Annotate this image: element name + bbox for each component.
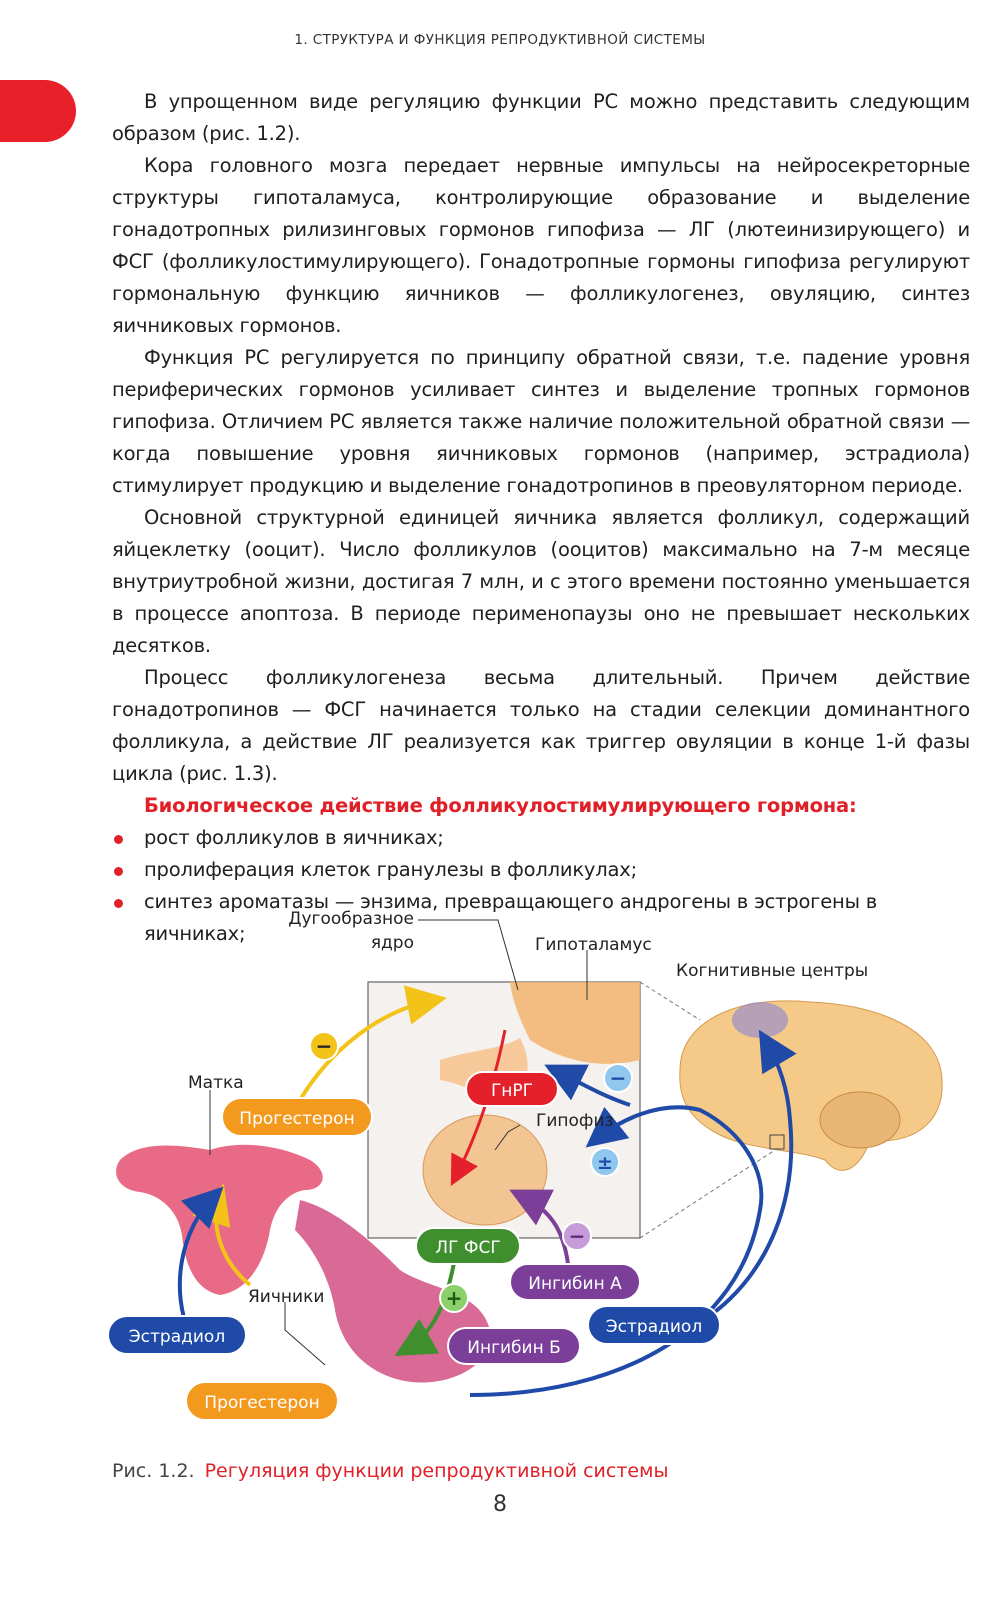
figure-caption: Рис. 1.2. Регуляция функции репродуктивно… [112, 1460, 668, 1482]
section-heading: Биологическое действие фолликулостимулир… [144, 794, 857, 817]
list-item: пролиферация клеток гранулезы в фолликул… [112, 854, 970, 886]
arrow-progesterone-top [298, 985, 447, 1102]
svg-text:ЛГ ФСГ: ЛГ ФСГ [435, 1238, 500, 1258]
diagram: Дугообразное ядро Гипоталамус Когнитивны… [107, 910, 943, 1421]
paragraph-2: Кора головного мозга передает нервные им… [112, 154, 970, 337]
svg-text:Ингибин Б: Ингибин Б [467, 1338, 561, 1358]
list-item: рост фолликулов в яичниках; [112, 822, 970, 854]
paragraph-4: Основной структурной единицей яичника яв… [112, 506, 970, 657]
label-uterus: Матка [188, 1073, 244, 1093]
sign-plusminus [590, 1147, 620, 1177]
leader-ovaries [284, 1302, 326, 1366]
paragraph-1: В упрощенном виде регуляцию функции РС м… [112, 90, 970, 145]
sign-minus-purple [562, 1221, 592, 1251]
svg-text:±: ± [597, 1152, 613, 1174]
svg-text:−: − [610, 1066, 627, 1090]
arrow-estradiol-brain [684, 1029, 797, 1332]
paragraph-3: Функция РС регулируется по принципу обра… [112, 346, 970, 497]
chapter-tab [0, 80, 76, 142]
brain-shape [679, 1000, 943, 1171]
body-text: В упрощенном виде регуляцию функции РС м… [112, 86, 970, 950]
brain-box-marker [769, 1134, 785, 1150]
sign-plus-green [439, 1283, 469, 1313]
svg-text:−: − [316, 1034, 333, 1058]
svg-text:+: + [446, 1286, 463, 1310]
caption-title: Регуляция функции репродуктивной системы [204, 1460, 669, 1482]
running-head: 1. СТРУКТУРА И ФУНКЦИЯ РЕПРОДУКТИВНОЙ СИ… [294, 32, 706, 48]
label-cognitive: Когнитивные центры [676, 961, 868, 981]
bullet-icon [114, 835, 123, 844]
pill-inhibin-b [447, 1327, 581, 1365]
bullet-list: рост фолликулов в яичниках; пролиферация… [112, 822, 970, 950]
figure-regulation: Дугообразное ядро Гипоталамус Когнитивны… [100, 910, 980, 1450]
pill-progesterone-bottom [185, 1381, 339, 1421]
caption-number: Рис. 1.2. [112, 1460, 195, 1482]
arrow-minus-hypothalamus [544, 1064, 631, 1107]
svg-text:ГнРГ: ГнРГ [491, 1081, 533, 1101]
bullet-icon [114, 867, 123, 876]
hypothalamus-shape [510, 982, 640, 1064]
label-pituitary: Гипофиз [536, 1111, 614, 1131]
pill-estradiol-right [587, 1305, 721, 1345]
bullet-icon [114, 899, 123, 908]
zoom-line-top [639, 981, 701, 1021]
pill-progesterone-top [221, 1097, 373, 1137]
pill-inhibin-a [509, 1263, 641, 1301]
svg-text:−: − [569, 1224, 586, 1248]
sign-minus-top [309, 1031, 339, 1061]
cognitive-area [732, 1002, 788, 1038]
label-ovaries: Яичники [248, 1287, 324, 1307]
label-hypothalamus: Гипоталамус [535, 935, 652, 955]
pituitary-shape [422, 1114, 548, 1226]
arrow-estradiol-right [469, 1105, 764, 1397]
label-arcuate-2: ядро [371, 933, 414, 953]
svg-text:Эстрадиол: Эстрадиол [129, 1327, 225, 1347]
pill-estradiol-left [107, 1315, 247, 1355]
uterus-shape [116, 1144, 323, 1295]
svg-text:Ингибин А: Ингибин А [528, 1274, 622, 1294]
page-number: 8 [493, 1492, 507, 1517]
list-item: синтез ароматазы — энзима, превращающего… [112, 886, 970, 950]
label-arcuate: Дугообразное [288, 910, 414, 929]
svg-text:Прогестерон: Прогестерон [204, 1393, 319, 1413]
paragraph-5: Процесс фолликулогенеза весьма длительны… [112, 666, 970, 785]
ovary-shape [295, 1200, 491, 1383]
leader-arcuate [418, 919, 519, 991]
pill-lh-fsh [415, 1227, 521, 1265]
sign-minus-right [603, 1063, 633, 1093]
svg-text:Эстрадиол: Эстрадиол [606, 1317, 702, 1337]
leader-pituitary [494, 1124, 521, 1151]
pill-gnrh [465, 1071, 559, 1107]
cerebellum-shape [819, 1091, 901, 1149]
svg-text:Прогестерон: Прогестерон [239, 1109, 354, 1129]
